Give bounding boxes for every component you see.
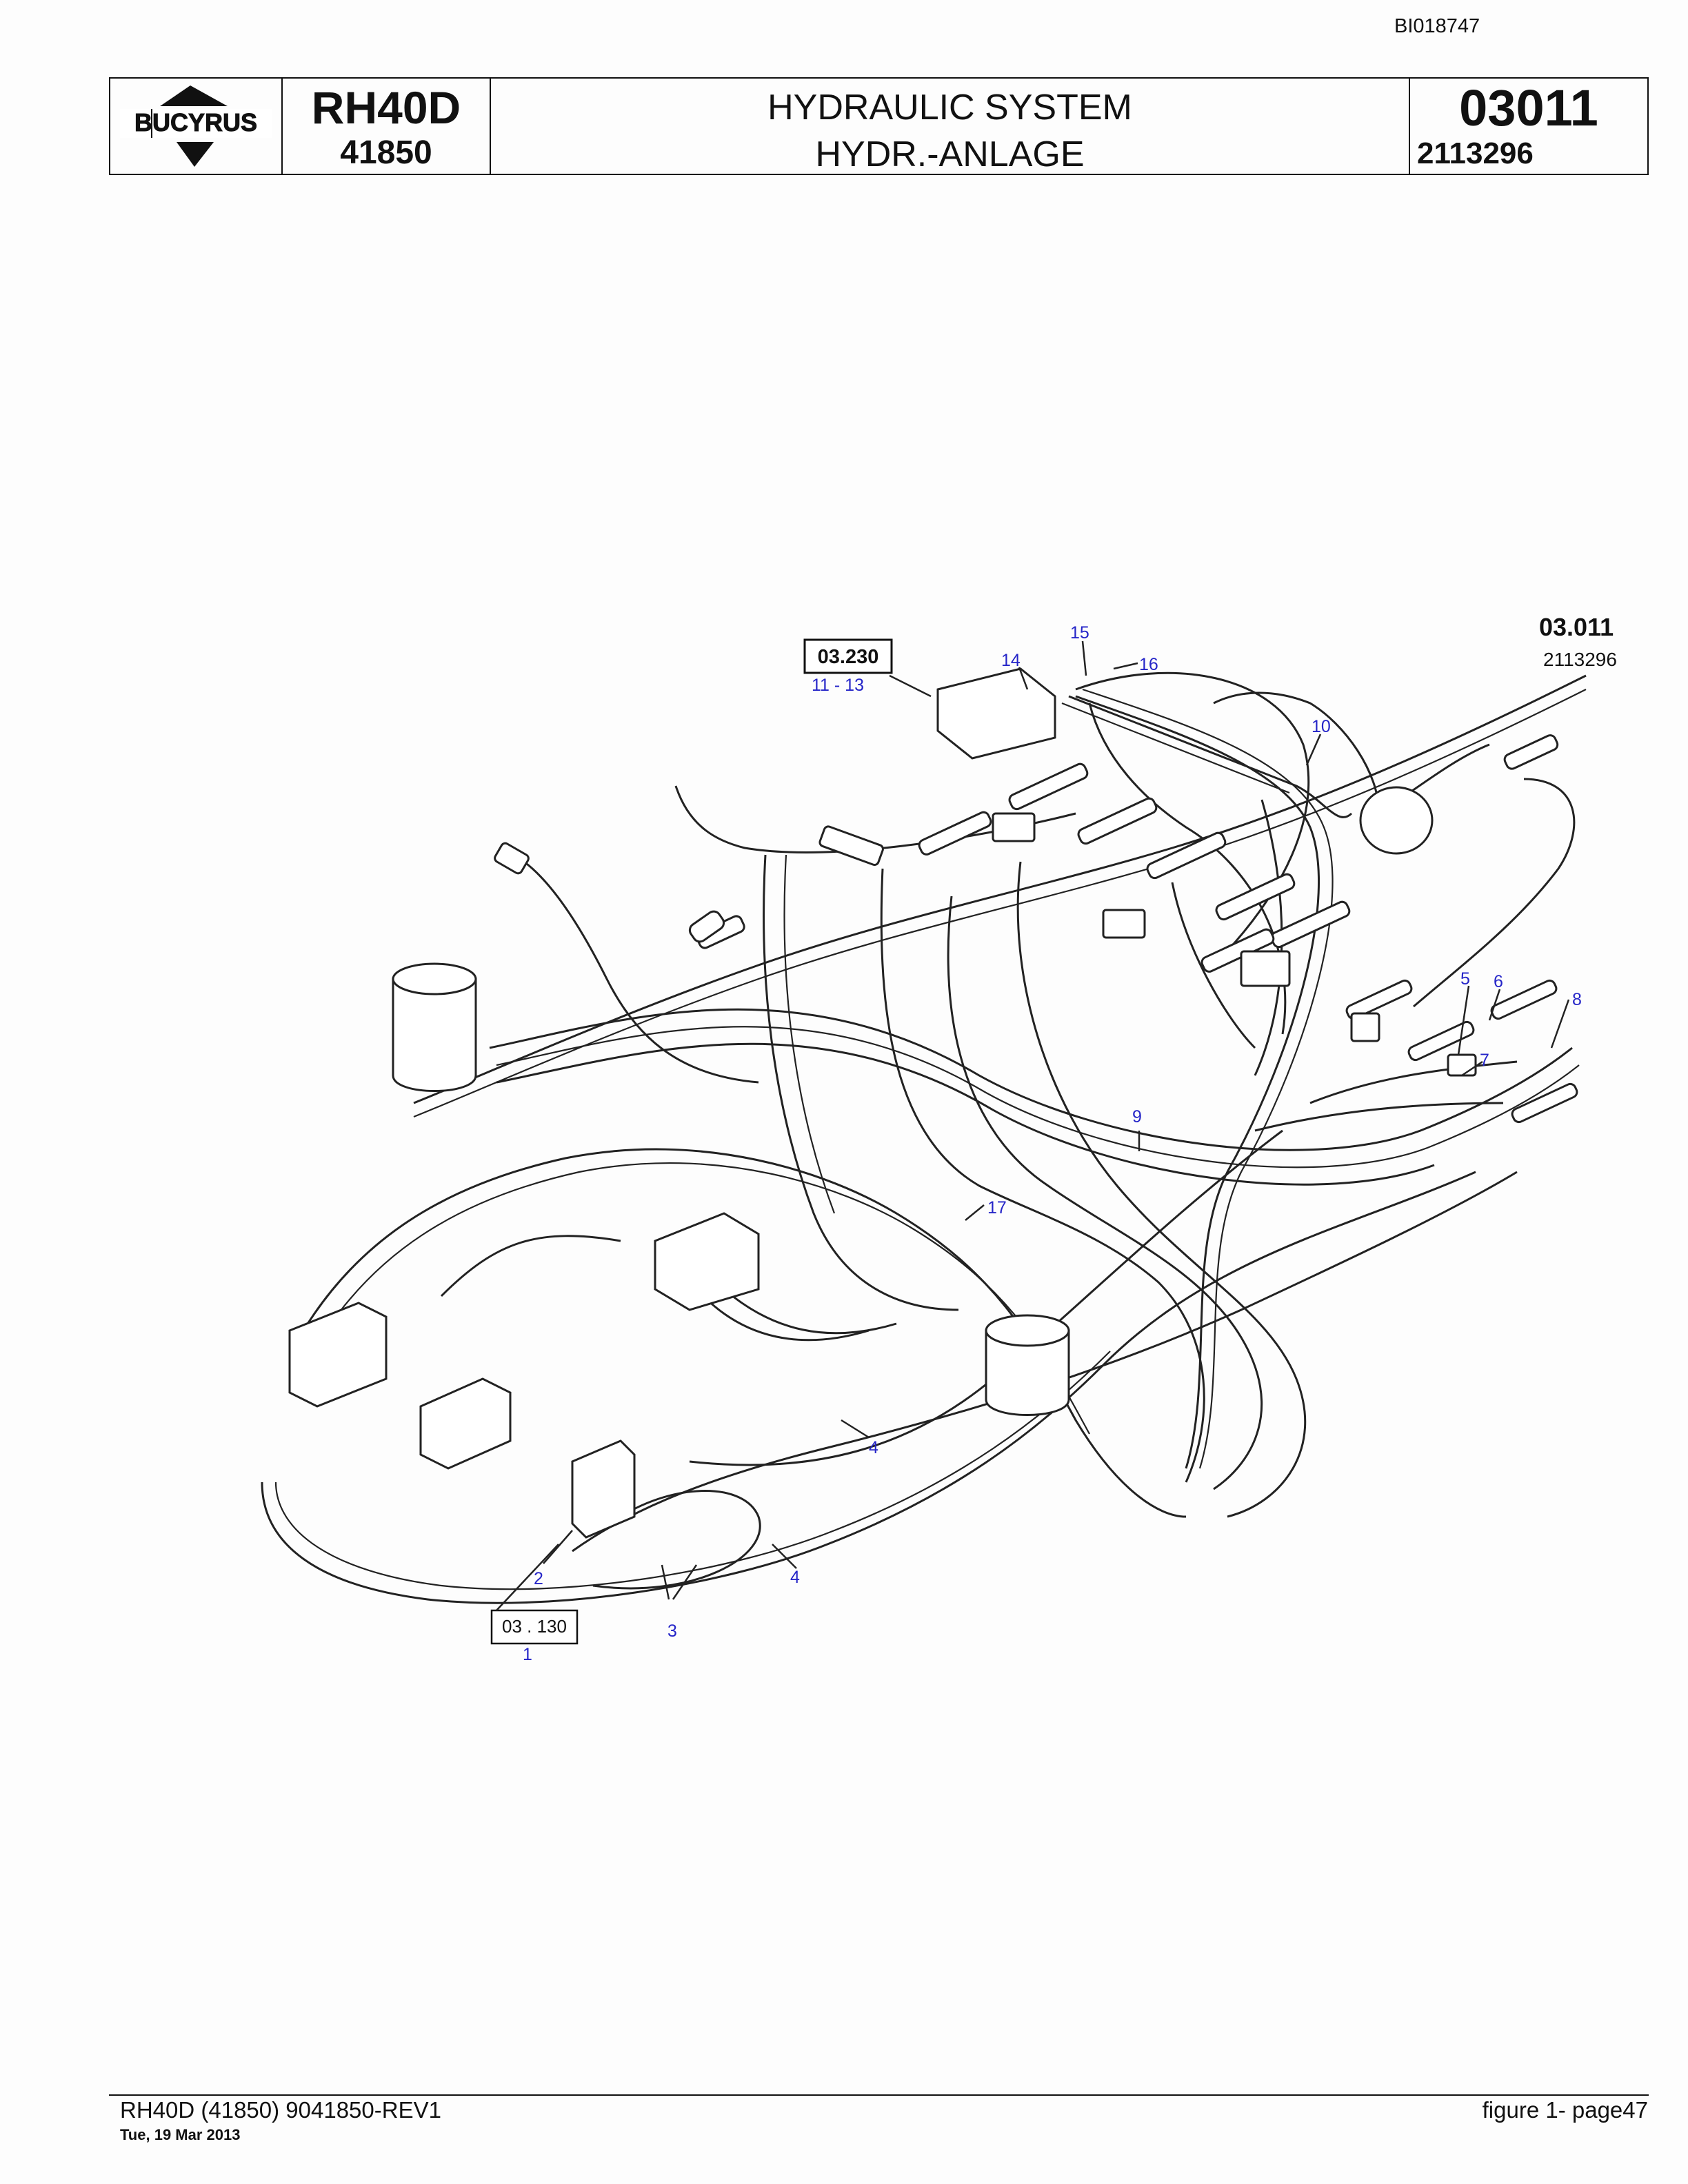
diagram-group-label: 03.011 bbox=[1539, 613, 1614, 641]
footer-page-ref: figure 1- page47 bbox=[1482, 2097, 1648, 2123]
title-block: BUCYRUS RH40D 41850 HYDRAULIC SYSTEM HYD… bbox=[109, 77, 1649, 175]
group-number: 03011 bbox=[1459, 79, 1598, 136]
callout-15: 15 bbox=[1070, 623, 1089, 643]
callout-2: 2 bbox=[534, 1569, 543, 1588]
callout-10: 10 bbox=[1312, 717, 1331, 736]
part-number: 2113296 bbox=[1417, 136, 1534, 170]
footer-document-ref: RH40D (41850) 9041850-REV1 bbox=[120, 2097, 441, 2123]
title-english: HYDRAULIC SYSTEM bbox=[767, 88, 1132, 128]
callout-9: 9 bbox=[1132, 1107, 1142, 1126]
callout-6: 6 bbox=[1494, 972, 1503, 991]
bucyrus-logo: BUCYRUS bbox=[120, 85, 272, 167]
logo-cell: BUCYRUS bbox=[110, 79, 283, 174]
svg-text:BUCYRUS: BUCYRUS bbox=[134, 108, 257, 136]
serial-number: 41850 bbox=[340, 134, 432, 171]
title-cell: HYDRAULIC SYSTEM HYDR.-ANLAGE bbox=[491, 79, 1410, 174]
footer-date: Tue, 19 Mar 2013 bbox=[120, 2126, 241, 2143]
fittings bbox=[494, 734, 1578, 1124]
callout-1: 1 bbox=[523, 1645, 532, 1664]
callout-16: 16 bbox=[1139, 655, 1158, 674]
callout-8: 8 bbox=[1572, 990, 1582, 1009]
callout-7: 7 bbox=[1480, 1051, 1489, 1070]
callout-4a: 4 bbox=[869, 1438, 878, 1457]
diagram-part-label: 2113296 bbox=[1543, 649, 1617, 670]
ref-box-top bbox=[803, 638, 893, 674]
callout-5: 5 bbox=[1460, 969, 1470, 989]
callout-3: 3 bbox=[667, 1621, 677, 1641]
ref-top-label: 03.230 bbox=[818, 646, 879, 668]
group-cell: 03011 2113296 bbox=[1410, 79, 1647, 174]
model-name: RH40D bbox=[311, 82, 461, 133]
ref-bottom-label: 03 . 130 bbox=[502, 1616, 567, 1637]
ref-top-items: 11 - 13 bbox=[812, 676, 864, 695]
callout-leaders bbox=[543, 640, 1570, 1600]
ref-box-bottom bbox=[490, 1609, 579, 1645]
footer-rule bbox=[109, 2094, 1649, 2096]
title-german: HYDR.-ANLAGE bbox=[815, 134, 1085, 174]
callout-14: 14 bbox=[1001, 651, 1021, 670]
callout-17: 17 bbox=[987, 1198, 1007, 1217]
callout-4b: 4 bbox=[790, 1568, 800, 1587]
model-cell: RH40D 41850 bbox=[283, 79, 491, 174]
components bbox=[288, 667, 1434, 1539]
document-id: BI018747 bbox=[1394, 15, 1480, 37]
